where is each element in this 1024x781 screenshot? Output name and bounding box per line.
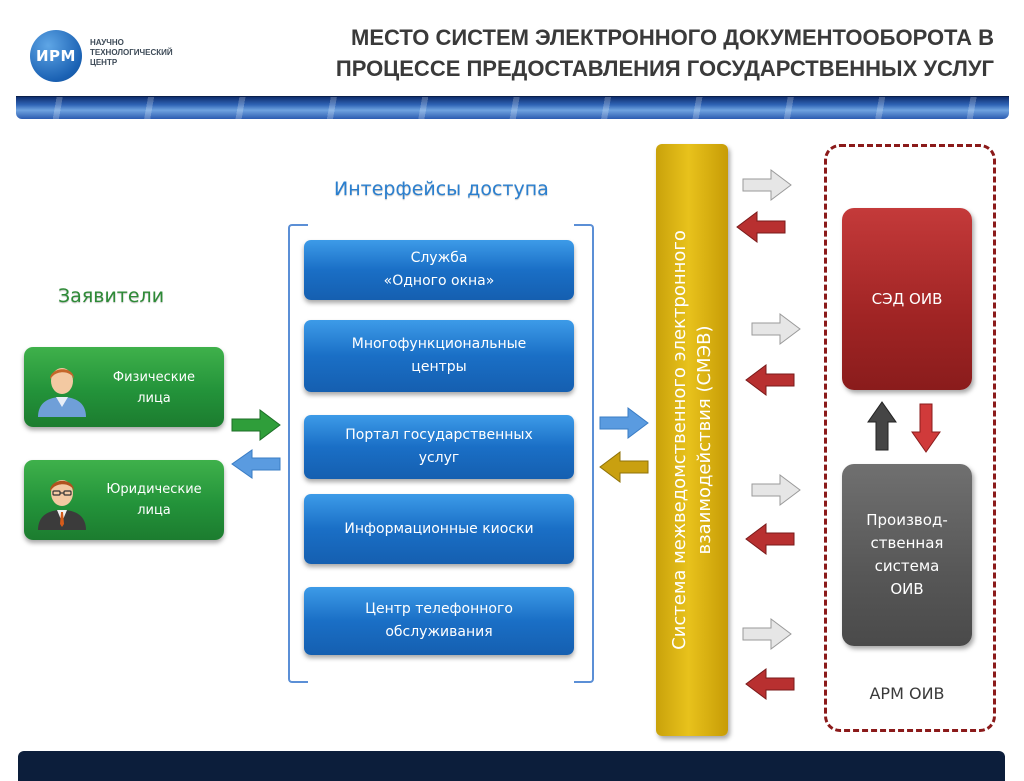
- gray-arrow-right-icon: [751, 474, 801, 506]
- production-line-3: система: [874, 557, 940, 575]
- logo-abbr: ИРМ: [36, 47, 76, 65]
- header-band: [16, 97, 1009, 119]
- interfaces-title: Интерфейсы доступа: [334, 178, 549, 200]
- title-line-2: ПРОЦЕССЕ ПРЕДОСТАВЛЕНИЯ ГОСУДАРСТВЕННЫХ …: [335, 56, 994, 81]
- red-arrow-left-icon: [745, 668, 795, 700]
- logo-text: НАУЧНО ТЕХНОЛОГИЧЕСКИЙ ЦЕНТР: [90, 38, 200, 68]
- person-icon: [38, 368, 86, 417]
- sed-oiv-label: СЭД ОИВ: [871, 290, 943, 308]
- production-line-1: Производ-: [866, 511, 948, 529]
- dark-arrow-up-icon: [867, 401, 897, 451]
- interface-call-center: Центр телефонного обслуживания: [304, 587, 574, 655]
- blue-arrow-left-icon: [231, 449, 281, 479]
- arm-oiv-label: АРМ ОИВ: [869, 684, 945, 703]
- interface-one-window-line-2: «Одного окна»: [383, 273, 495, 289]
- red-arrow-left-icon: [736, 211, 786, 243]
- oiv-workstation-group: [824, 144, 996, 732]
- applicants-title: Заявители: [58, 285, 165, 307]
- applicant-legal-line-1: Юридические: [106, 482, 202, 497]
- interface-portal-line-1: Портал государственных: [345, 427, 533, 443]
- interface-portal-line-2: услуг: [418, 450, 460, 466]
- page-title: МЕСТО СИСТЕМ ЭЛЕКТРОННОГО ДОКУМЕНТООБОРО…: [194, 22, 994, 84]
- gray-arrow-right-icon: [751, 313, 801, 345]
- production-line-2: ственная: [870, 534, 944, 552]
- logo-line-1: НАУЧНО: [90, 38, 124, 47]
- interface-mfc-line-2: центры: [411, 359, 467, 375]
- interface-mfc-line-1: Многофункциональные: [351, 336, 527, 352]
- businessman-icon: [38, 480, 86, 530]
- blue-arrow-right-icon: [599, 407, 649, 439]
- gray-arrow-right-icon: [742, 618, 792, 650]
- interface-kiosks: Информационные киоски: [304, 494, 574, 564]
- smev-line-1: Система межведомственного электронного: [669, 230, 690, 650]
- logo-line-3: ЦЕНТР: [90, 58, 118, 67]
- applicant-individuals-line-1: Физические: [112, 370, 196, 385]
- title-line-1: МЕСТО СИСТЕМ ЭЛЕКТРОННОГО ДОКУМЕНТООБОРО…: [351, 25, 994, 50]
- interface-mfc: Многофункциональные центры: [304, 320, 574, 392]
- applicant-legal-label: Юридические лица: [94, 479, 214, 521]
- sed-oiv-box: СЭД ОИВ: [842, 208, 972, 390]
- interface-portal: Портал государственных услуг: [304, 415, 574, 479]
- interface-kiosks-line-1: Информационные киоски: [344, 520, 534, 537]
- gray-arrow-right-icon: [742, 169, 792, 201]
- smev-bar: [656, 144, 728, 736]
- production-line-4: ОИВ: [890, 580, 924, 598]
- applicant-individuals-line-2: лица: [137, 391, 171, 406]
- logo-badge: ИРМ: [30, 30, 82, 82]
- production-system-box: Производ- ственная система ОИВ: [842, 464, 972, 646]
- red-arrow-left-icon: [745, 523, 795, 555]
- interface-one-window: Служба «Одного окна»: [304, 240, 574, 300]
- green-arrow-right-icon: [231, 409, 281, 441]
- applicant-legal-line-2: лица: [137, 503, 171, 518]
- smev-line-2: взаимодействия (СМЭВ): [694, 325, 715, 555]
- footer-band: [18, 751, 1005, 781]
- red-arrow-left-icon: [745, 364, 795, 396]
- interface-call-center-line-2: обслуживания: [385, 624, 493, 640]
- applicant-individuals-label: Физические лица: [94, 367, 214, 409]
- right-bracket: [574, 224, 594, 683]
- logo-line-2: ТЕХНОЛОГИЧЕСКИЙ: [90, 48, 173, 57]
- applicant-legal: Юридические лица: [24, 460, 224, 540]
- red-arrow-down-icon: [911, 403, 941, 453]
- interface-one-window-line-1: Служба: [410, 250, 468, 266]
- applicant-individuals: Физические лица: [24, 347, 224, 427]
- gold-arrow-left-icon: [599, 451, 649, 483]
- interface-call-center-line-1: Центр телефонного: [365, 601, 513, 617]
- left-bracket: [288, 224, 308, 683]
